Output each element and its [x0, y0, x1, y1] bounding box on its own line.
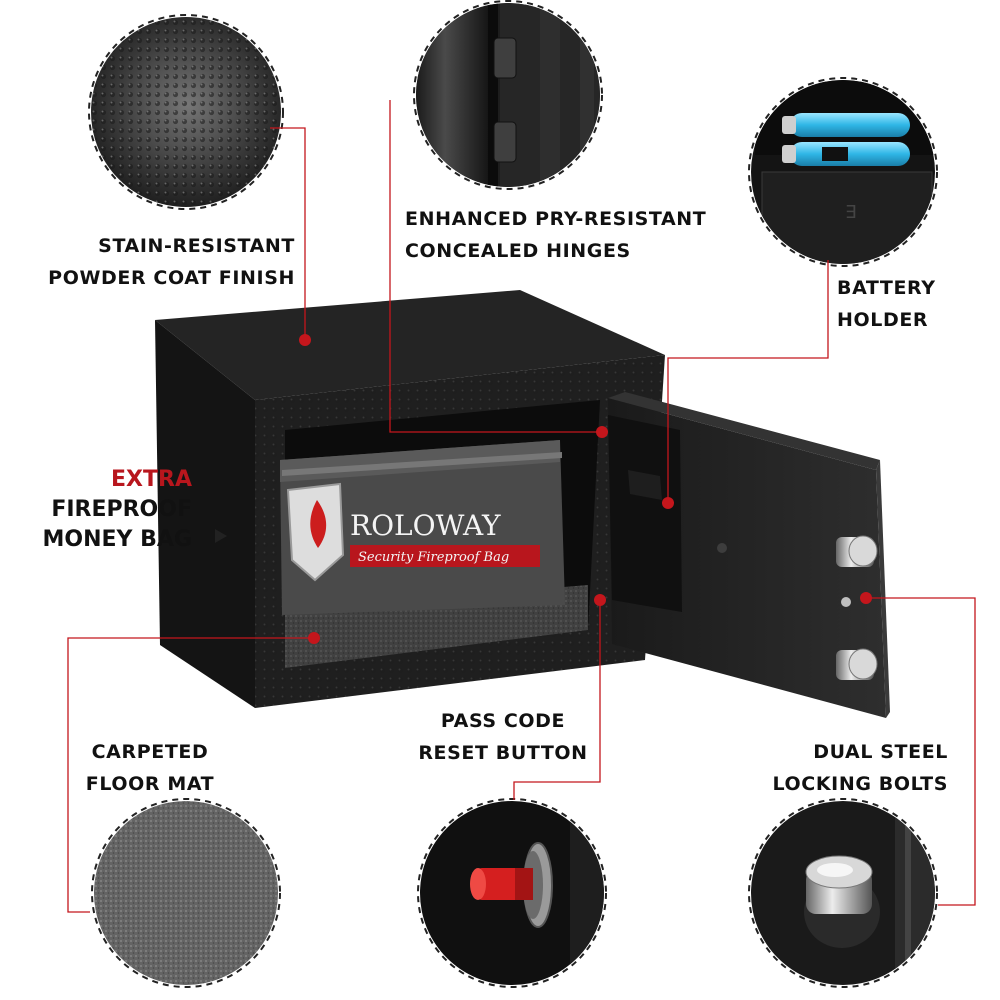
callout-lines	[67, 100, 976, 913]
fireproof-line: FIREPROOF	[51, 497, 192, 522]
bag-brand-text: ROLOWAY	[350, 509, 501, 542]
powder-coat-label: STAIN-RESISTANT POWDER COAT FINISH	[48, 235, 295, 289]
pointer-arrow-icon	[215, 529, 227, 543]
fireproof-bag-label: EXTRA FIREPROOF MONEY BAG	[20, 465, 192, 555]
battery-circle-border	[748, 77, 938, 267]
callout-dots	[299, 334, 872, 644]
floor-mat-circle-border	[91, 798, 281, 988]
floor-mat-label: CARPETED FLOOR MAT	[85, 741, 215, 795]
hinge-detail-circle	[416, 3, 600, 187]
safe	[155, 290, 890, 718]
hinges-label: ENHANCED PRY-RESISTANT CONCEALED HINGES	[405, 208, 707, 262]
reset-button-detail-circle	[420, 801, 604, 985]
floor-mat-detail-circle	[94, 801, 278, 985]
fireproof-bag	[280, 440, 565, 615]
extra-accent-text: EXTRA	[111, 467, 192, 492]
reset-button-circle-border	[417, 798, 607, 988]
svg-text:∃: ∃	[845, 202, 856, 223]
locking-bolt-circle-border	[748, 798, 938, 988]
locking-bolts-label: DUAL STEEL LOCKING BOLTS	[772, 741, 948, 795]
powder-coat-circle-border	[88, 14, 284, 210]
safe-door	[608, 392, 890, 718]
powder-coat-detail-circle	[91, 17, 281, 207]
money-bag-line: MONEY BAG	[42, 527, 192, 552]
locking-bolt-detail-circle	[751, 801, 935, 985]
hinge-circle-border	[413, 0, 603, 190]
bag-tagline-text: Security Fireproof Bag	[358, 550, 509, 565]
battery-detail-circle: ∃	[751, 80, 935, 264]
battery-label: BATTERY HOLDER	[837, 277, 936, 331]
reset-button-label: PASS CODE RESET BUTTON	[418, 710, 588, 764]
